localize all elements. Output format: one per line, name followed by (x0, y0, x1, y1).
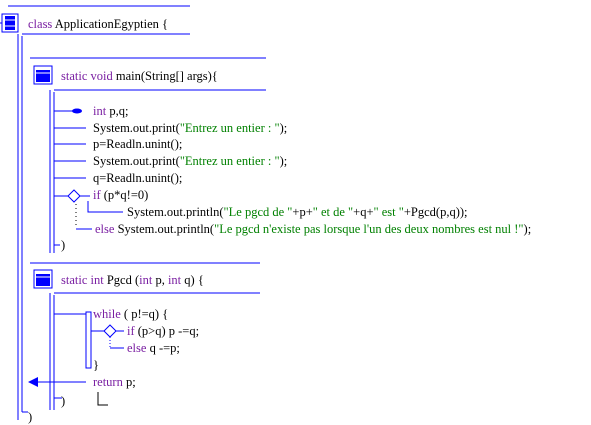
diamond-icon (103, 324, 117, 338)
code-token: +p+ (292, 205, 313, 219)
code-token: if (127, 324, 138, 338)
code-token: ) (61, 238, 66, 252)
code-token: "Le pgcd de " (223, 205, 293, 219)
method-node-icon (33, 65, 53, 85)
code-token: ); (279, 121, 288, 135)
code-token: "Entrez un entier : " (179, 154, 280, 168)
code-token: p,q; (109, 104, 129, 118)
code-token: System.out.print( (93, 121, 180, 135)
declaration-bullet-icon (54, 108, 82, 114)
arrow-left-icon (28, 377, 38, 387)
code-token: ); (279, 154, 288, 168)
code-line-read-p: p=Readln.unint(); (93, 137, 182, 151)
code-line-else-println: else System.out.println("Le pgcd n'exist… (95, 222, 531, 236)
code-line-return: return p; (93, 375, 136, 389)
code-token: " est " (373, 205, 404, 219)
code-token: q) { (184, 273, 204, 287)
code-token: q=Readln.unint(); (93, 171, 183, 185)
code-token: p, (155, 273, 168, 287)
code-token: (p*q!=0) (103, 188, 149, 202)
code-line-println-pgcd: System.out.println("Le pgcd de "+p+" et … (127, 205, 468, 219)
code-token: +q+ (353, 205, 374, 219)
code-token: System.out.println( (127, 205, 224, 219)
loop-bracket (85, 311, 92, 369)
end-marker (97, 392, 108, 406)
code-token: "Entrez un entier : " (179, 121, 280, 135)
code-line-print-2: System.out.print("Entrez un entier : "); (93, 154, 287, 168)
code-token: ) (28, 410, 33, 424)
code-line-class-close: ) (28, 410, 32, 424)
code-token: } (93, 358, 99, 372)
code-token: Pgcd ( (106, 273, 140, 287)
code-line-else-q: else q -=p; (127, 341, 180, 355)
code-token: int (93, 104, 110, 118)
code-token: " et de " (312, 205, 354, 219)
code-token: +Pgcd(p,q)); (403, 205, 468, 219)
code-token: if (93, 188, 104, 202)
code-token: ) (61, 394, 66, 408)
diamond-icon (67, 189, 81, 203)
code-line-class-decl: class ApplicationEgyptien { (28, 17, 168, 31)
code-token: while (93, 307, 124, 321)
code-token: static int (61, 273, 107, 287)
code-line-pgcd-decl: static int Pgcd (int p, int q) { (61, 273, 204, 287)
code-token: (p>q) p -=q; (137, 324, 200, 338)
code-token: System.out.println( (117, 222, 215, 236)
code-line-while-close: } (93, 358, 99, 372)
method-node-icon (33, 269, 53, 289)
code-line-main-close: ) (61, 238, 65, 252)
code-line-while: while ( p!=q) { (93, 307, 168, 321)
code-line-decl-pq: int p,q; (93, 104, 128, 118)
code-token: class (28, 17, 55, 31)
code-line-print-1: System.out.print("Entrez un entier : "); (93, 121, 287, 135)
code-token: p; (125, 375, 136, 389)
code-token: q -=p; (149, 341, 180, 355)
code-line-read-q: q=Readln.unint(); (93, 171, 182, 185)
code-token: else (127, 341, 150, 355)
code-line-main-decl: static void main(String[] args){ (61, 69, 218, 83)
code-line-if-pq: if (p*q!=0) (93, 188, 148, 202)
code-token: main(String[] args){ (115, 69, 218, 83)
code-token: return (93, 375, 126, 389)
code-token: static void (61, 69, 116, 83)
code-token: ( p!=q) { (123, 307, 169, 321)
code-token: ); (523, 222, 532, 236)
class-node-icon (0, 13, 19, 33)
code-token: System.out.print( (93, 154, 180, 168)
code-line-if-pgtq: if (p>q) p -=q; (127, 324, 199, 338)
code-line-pgcd-close: ) (61, 394, 65, 408)
code-token: p=Readln.unint(); (93, 137, 183, 151)
code-token: int (139, 273, 156, 287)
code-token: ApplicationEgyptien { (54, 17, 169, 31)
then-branch-line (87, 201, 123, 213)
code-token: "Le pgcd n'existe pas lorsque l'un des d… (214, 222, 524, 236)
code-token: else (95, 222, 118, 236)
code-token: int (167, 273, 185, 287)
